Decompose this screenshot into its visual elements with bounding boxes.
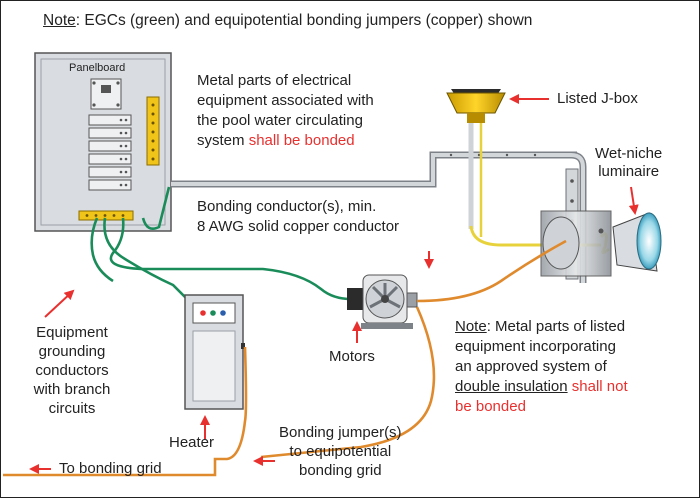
- top-note-prefix: Note: [43, 12, 76, 29]
- panelboard-icon: [34, 52, 172, 232]
- luminaire-label: Wet-niche luminaire: [595, 145, 662, 181]
- luminaire-icon: [540, 210, 662, 277]
- egc-label-line-2: grounding: [38, 343, 106, 360]
- double-insulation-line-4: double insulation shall not: [455, 377, 628, 397]
- egc-wires: [90, 186, 352, 302]
- bonding-jumper-line-3: bonding grid: [298, 462, 382, 479]
- luminaire-label-line-2: luminaire: [598, 163, 660, 180]
- metal-parts-line-4-prefix: system: [197, 132, 249, 149]
- bonding-conductor-label: Bonding conductor(s), min. 8 AWG solid c…: [197, 197, 399, 237]
- bonding-jumper-line-1: Bonding jumper(s): [279, 424, 402, 441]
- metal-parts-line-1: Metal parts of electrical: [197, 72, 352, 89]
- egc-label-line-3: conductors: [35, 362, 109, 379]
- metal-parts-shall-be-bonded: shall be bonded: [248, 132, 355, 149]
- double-insulation-line-2: equipment incorporating: [455, 338, 616, 355]
- motors-label: Motors: [329, 348, 375, 365]
- bonding-jumper-label: Bonding jumper(s) to equipotential bondi…: [279, 423, 402, 480]
- double-insulation-be-bonded: be bonded: [455, 398, 526, 415]
- jbox-label: Listed J-box: [557, 90, 638, 107]
- double-insulation-shall-not: shall not: [567, 378, 628, 395]
- heater-icon: [184, 294, 245, 410]
- junction-box-icon: [446, 89, 506, 237]
- double-insulation-line-3: an approved system of: [455, 358, 607, 375]
- double-insulation-line-1: Note: Metal parts of listed: [455, 317, 628, 337]
- pump-motor-icon: [347, 274, 418, 329]
- luminaire-label-line-1: Wet-niche: [595, 145, 663, 162]
- panelboard-label: Panelboard: [69, 62, 126, 74]
- metal-parts-line-3: the pool water circulating: [197, 112, 363, 129]
- egc-label-line-1: Equipment: [36, 324, 108, 341]
- luminaire-cord: [469, 225, 601, 247]
- double-insulation-note-prefix: Note: [455, 318, 487, 335]
- metal-parts-note: Metal parts of electrical equipment asso…: [197, 71, 374, 151]
- egc-label: Equipment grounding conductors with bran…: [17, 323, 127, 418]
- bonding-conductor-line-1: Bonding conductor(s), min.: [197, 198, 377, 215]
- metal-parts-line-2: equipment associated with: [197, 92, 374, 109]
- double-insulation-note: Note: Metal parts of listed equipment in…: [455, 317, 628, 417]
- metal-parts-line-4: system shall be bonded: [197, 131, 374, 151]
- luminaire-arrow: [628, 186, 639, 215]
- copper-bonding-jumpers: [3, 239, 567, 477]
- bonding-conductor-line-2: 8 AWG solid copper conductor: [197, 218, 400, 235]
- top-note: Note: EGCs (green) and equipotential bon…: [43, 11, 532, 30]
- bonding-jumper-line-2: to equipotential: [289, 443, 392, 460]
- to-bonding-grid-label: To bonding grid: [59, 460, 162, 477]
- egc-label-line-5: circuits: [48, 400, 96, 417]
- double-insulation-underlined: double insulation: [455, 378, 568, 395]
- top-note-text: : EGCs (green) and equipotential bonding…: [75, 12, 533, 29]
- double-insulation-line-1-rest: : Metal parts of listed: [486, 318, 626, 335]
- egc-label-line-4: with branch: [33, 381, 111, 398]
- egc-arrow: [44, 289, 75, 318]
- heater-label: Heater: [169, 434, 215, 451]
